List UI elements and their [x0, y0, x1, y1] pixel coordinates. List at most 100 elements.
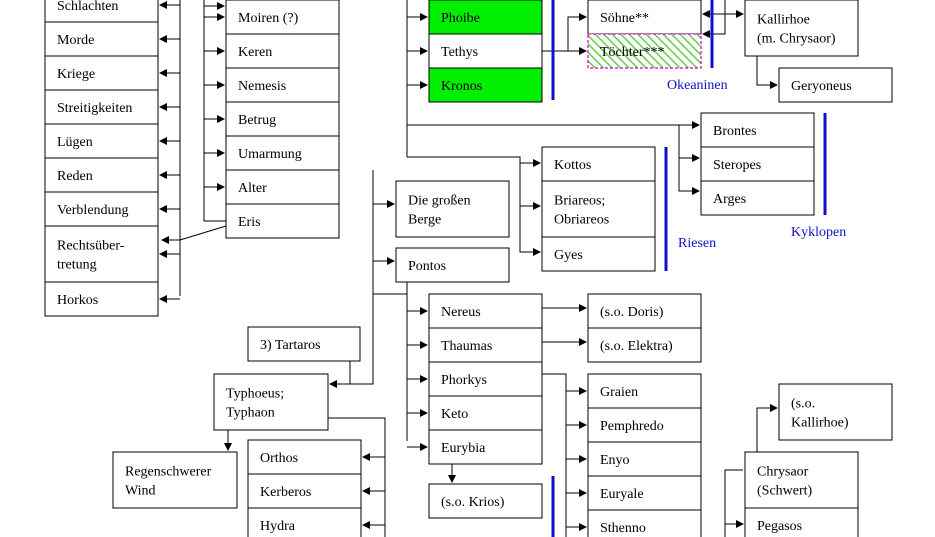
- node-euryale-frame: [587, 475, 702, 511]
- node-ref-kallirhoe: (s.o.Kallirhoe): [778, 383, 893, 441]
- node-enyo: Enyo: [587, 441, 702, 477]
- eris-trunk: [203, 0, 226, 222]
- node-keren: Keren: [225, 33, 340, 69]
- node-kriege: Kriege: [44, 55, 159, 91]
- node-euryale-label: Euryale: [600, 487, 644, 502]
- node-rechtsüber-tretung-label: Rechtsüber-tretung: [57, 239, 125, 273]
- node-phorkys-frame: [428, 361, 543, 397]
- node-arges-label: Arges: [713, 192, 746, 207]
- node-keto-frame: [428, 395, 543, 431]
- to-typhoeus-arrow: [329, 361, 351, 388]
- node-steropes: Steropes: [700, 146, 815, 182]
- node-sthenno: Sthenno: [587, 509, 702, 537]
- node-kerberos-label: Kerberos: [260, 485, 311, 500]
- node-ref-doris: (s.o. Doris): [587, 293, 702, 329]
- node-streitigkeiten: Streitigkeiten: [44, 89, 159, 125]
- node-nereus-label: Nereus: [441, 305, 481, 320]
- node-tartaros-frame: [247, 326, 361, 362]
- node-keto: Keto: [428, 395, 543, 431]
- node-kriege-label: Kriege: [57, 67, 95, 82]
- node-soehne-frame: [587, 0, 702, 35]
- node-orthos-label: Orthos: [260, 451, 298, 466]
- node-kottos-label: Kottos: [554, 158, 591, 173]
- node-pegasos-frame: [744, 507, 859, 537]
- node-briareos-label: Briareos;Obriareos: [554, 194, 609, 228]
- kallirhoe-to-toechter-arrow: [702, 0, 726, 38]
- node-tartaros-label: 3) Tartaros: [260, 338, 321, 353]
- node-rechtsüber-tretung: Rechtsüber-tretung: [44, 225, 159, 283]
- node-kronos-frame: [428, 67, 543, 103]
- node-ref-kallirhoe-label: (s.o.Kallirhoe): [791, 397, 849, 431]
- node-ref-elektra: (s.o. Elektra): [587, 327, 702, 363]
- node-keto-label: Keto: [441, 407, 468, 422]
- node-regen-frame: [112, 451, 238, 509]
- node-typhoeus: Typhoeus;Typhaon: [213, 373, 329, 431]
- node-ref-doris-label: (s.o. Doris): [600, 305, 664, 320]
- node-tethys-frame: [428, 33, 543, 69]
- node-toechter-frame: [587, 33, 702, 69]
- typhoeus-trunk: [328, 417, 386, 537]
- node-pontos: Pontos: [395, 247, 510, 283]
- node-lügen-label: Lügen: [57, 135, 93, 150]
- gaia-trunk: [350, 170, 374, 385]
- node-schlachten: Schlachten: [44, 0, 159, 23]
- eris-to-left-arrow: [161, 225, 227, 244]
- node-chrysaor-frame: [744, 451, 859, 509]
- node-kerberos: Kerberos: [247, 473, 362, 509]
- riesen-group-label: Riesen: [678, 236, 716, 251]
- node-phoibe: Phoibe: [428, 0, 543, 35]
- node-umarmung: Umarmung: [225, 135, 340, 171]
- node-horkos-label: Horkos: [57, 293, 98, 308]
- node-gyes: Gyes: [541, 236, 656, 272]
- to-kallirhoe-ref-arrow: [756, 404, 778, 452]
- node-reden-frame: [44, 157, 159, 193]
- node-pegasos-label: Pegasos: [757, 519, 802, 534]
- node-phoibe-label: Phoibe: [441, 11, 480, 26]
- node-kallirhoe: Kallirhoe(m. Chrysaor): [744, 0, 859, 57]
- node-moiren-label: Moiren (?): [238, 11, 299, 26]
- node-chrysaor: Chrysaor(Schwert): [744, 451, 859, 509]
- node-chrysaor-label: Chrysaor(Schwert): [757, 465, 813, 499]
- node-sthenno-frame: [587, 509, 702, 537]
- node-pontos-label: Pontos: [408, 259, 446, 274]
- node-kerberos-frame: [247, 473, 362, 509]
- node-kottos-frame: [541, 146, 656, 182]
- node-brontes: Brontes: [700, 112, 815, 148]
- node-soehne: Söhne**: [587, 0, 702, 35]
- node-tethys: Tethys: [428, 33, 543, 69]
- node-moiren-frame: [225, 0, 340, 35]
- node-betrug-label: Betrug: [238, 113, 276, 128]
- node-euryale: Euryale: [587, 475, 702, 511]
- node-morde: Morde: [44, 21, 159, 57]
- node-geryoneus: Geryoneus: [778, 67, 893, 103]
- node-keren-label: Keren: [238, 45, 272, 60]
- node-thaumas-label: Thaumas: [441, 339, 492, 354]
- node-soehne-label: Söhne**: [600, 11, 649, 26]
- node-geryoneus-frame: [778, 67, 893, 103]
- node-umarmung-label: Umarmung: [238, 147, 302, 162]
- node-verblendung-frame: [44, 191, 159, 227]
- node-eurybia: Eurybia: [428, 429, 543, 465]
- node-nereus: Nereus: [428, 293, 543, 329]
- node-schlachten-label: Schlachten: [57, 0, 118, 14]
- node-ref-elektra-frame: [587, 327, 702, 363]
- to-arges-arrow: [678, 125, 700, 195]
- node-toechter: Töchter***: [587, 33, 702, 69]
- node-orthos-frame: [247, 439, 362, 475]
- node-arges: Arges: [700, 180, 815, 216]
- node-eris: Eris: [225, 203, 340, 239]
- node-ref-krios: (s.o. Krios): [428, 483, 543, 519]
- node-pemphredo: Pemphredo: [587, 407, 702, 443]
- node-betrug-frame: [225, 101, 340, 137]
- node-hydra: Hydra: [247, 507, 362, 537]
- node-kottos: Kottos: [541, 146, 656, 182]
- node-geryoneus-label: Geryoneus: [791, 79, 852, 94]
- node-betrug: Betrug: [225, 101, 340, 137]
- node-briareos: Briareos;Obriareos: [541, 180, 656, 238]
- node-tethys-label: Tethys: [441, 45, 478, 60]
